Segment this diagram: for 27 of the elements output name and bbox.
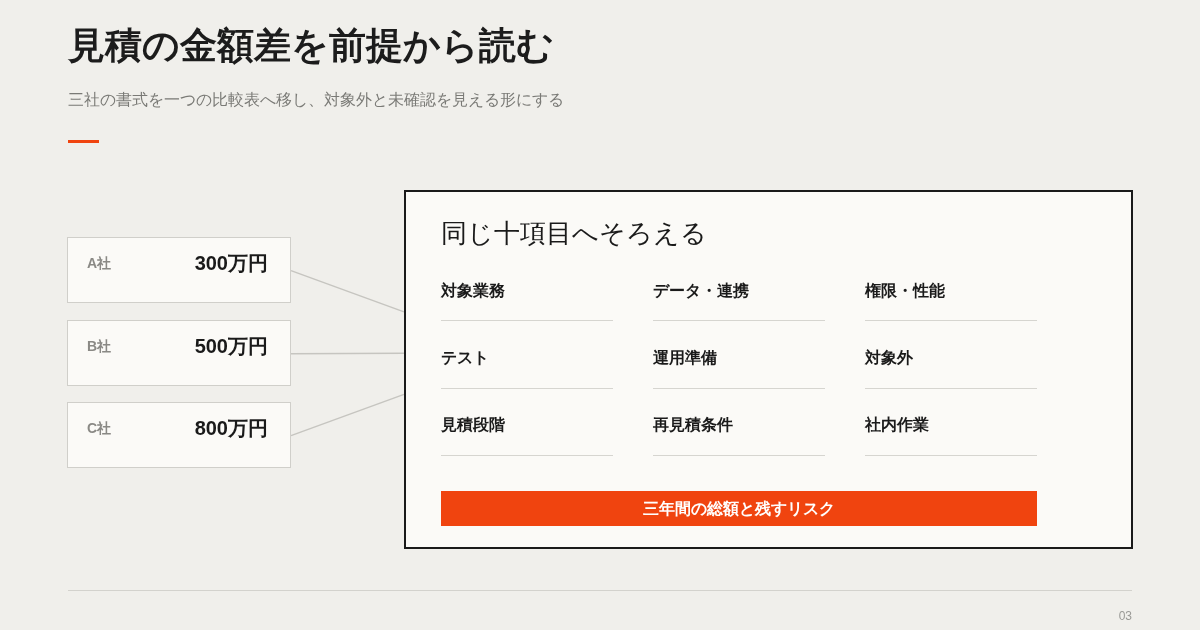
connector-line (290, 352, 405, 355)
company-card (67, 237, 291, 303)
connector-line (290, 269, 405, 313)
subtitle: 三社の書式を一つの比較表へ移し、対象外と未確認を見える形にする (68, 90, 564, 110)
page-number: 03 (1118, 608, 1132, 625)
company-card (67, 320, 291, 386)
company-name: A社 (87, 254, 112, 273)
company-name: C社 (87, 419, 112, 438)
company-name: B社 (87, 337, 112, 356)
category-label: テスト (441, 348, 489, 368)
price-amount: 500万円 (194, 334, 268, 359)
category-label: 運用準備 (653, 348, 717, 368)
category-label: 権限・性能 (865, 281, 945, 301)
category-label: 対象外 (865, 348, 913, 368)
panel-heading: 同じ十項目へそろえる (441, 217, 707, 250)
page-title: 見積の金額差を前提から読む (68, 24, 554, 68)
category-label: 社内作業 (865, 415, 929, 435)
price-amount: 800万円 (194, 416, 268, 441)
summary-bar: 三年間の総額と残すリスク (441, 491, 1037, 526)
category-label: データ・連携 (653, 281, 749, 301)
company-card (67, 402, 291, 468)
category-label: 見積段階 (441, 415, 505, 435)
category-label: 再見積条件 (653, 415, 733, 435)
price-amount: 300万円 (194, 251, 268, 276)
comparison-panel (404, 190, 1133, 549)
connector-line (290, 393, 405, 437)
category-label: 対象業務 (441, 281, 505, 301)
